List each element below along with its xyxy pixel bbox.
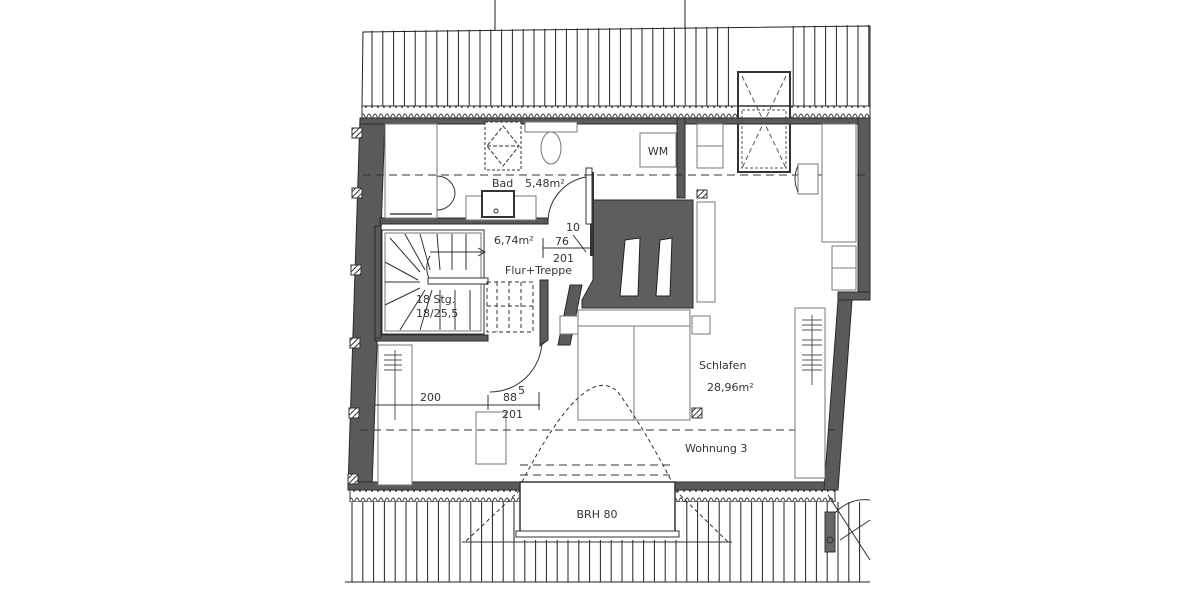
- dormer-label: BRH 80: [577, 508, 618, 521]
- slope-lines: [360, 174, 870, 431]
- dim-88-sup: 5: [518, 384, 525, 397]
- room-bad-area: 5,48m²: [525, 177, 565, 190]
- stairs-ratio-label: 18/25,5: [416, 307, 458, 320]
- dimensions: 10 76 201 200 88 5 201: [375, 221, 590, 421]
- dim-10: 10: [566, 221, 580, 234]
- unit-label: Wohnung 3: [685, 442, 747, 455]
- room-labels: Bad 5,48m² 6,74m² Flur+Treppe Schlafen 2…: [492, 177, 754, 455]
- roof-top: [361, 0, 871, 119]
- outer-walls: [347, 117, 871, 491]
- washing-machine-label: WM: [648, 145, 668, 158]
- room-flur-area: 6,74m²: [494, 234, 534, 247]
- dim-88: 88: [503, 391, 517, 404]
- staircase: 18 Stg. 18/25,5: [381, 229, 534, 335]
- dormer: BRH 80: [462, 384, 732, 543]
- bathroom-fixtures: WM: [384, 121, 677, 225]
- room-flur-name: Flur+Treppe: [505, 264, 572, 277]
- neighbor-stair: [824, 494, 871, 561]
- dim-201-top: 201: [553, 252, 574, 265]
- dim-200: 200: [420, 391, 441, 404]
- room-schlafen-area: 28,96m²: [707, 381, 754, 394]
- closet-area: [377, 341, 543, 486]
- dim-201-bottom: 201: [502, 408, 523, 421]
- dim-76: 76: [555, 235, 569, 248]
- room-bad-name: Bad: [492, 177, 513, 190]
- room-schlafen-name: Schlafen: [699, 359, 746, 372]
- bedroom-furniture: [559, 123, 857, 479]
- stairs-steps-label: 18 Stg.: [416, 293, 455, 306]
